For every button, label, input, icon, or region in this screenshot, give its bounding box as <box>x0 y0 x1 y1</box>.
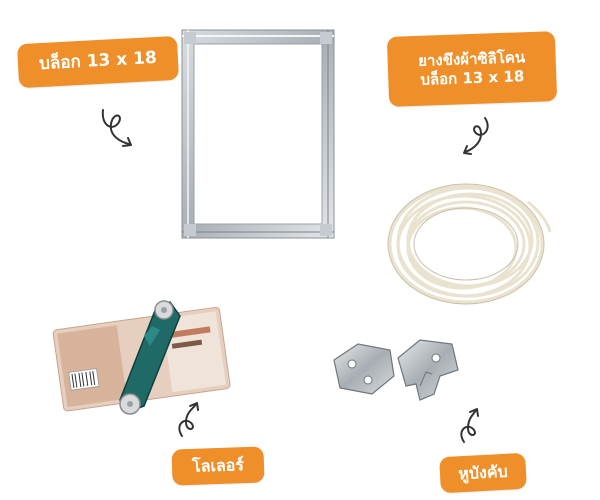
aluminum-frame-image <box>181 29 335 239</box>
curly-arrow-icon <box>101 109 132 147</box>
rope-label-line2: บล็อก 13 x 18 <box>420 67 525 89</box>
curly-arrow-icon <box>460 408 479 443</box>
squeegee-label-badge: โลเลอร์ <box>171 446 265 486</box>
curly-arrow-icon <box>463 117 489 155</box>
frame-label-badge: บล็อก 13 x 18 <box>16 35 180 89</box>
hinge-label: หูบังคับ <box>457 461 509 484</box>
rope-label-badge: ยางขึงผ้าซิลิโคน บล็อก 13 x 18 <box>386 31 558 107</box>
curly-arrow-icon <box>178 402 199 437</box>
silicone-rope-image <box>387 183 552 305</box>
hinge-label-badge: หูบังคับ <box>439 452 527 494</box>
squeegee-label: โลเลอร์ <box>191 455 245 476</box>
metal-hinge-image <box>333 339 459 401</box>
frame-label: บล็อก 13 x 18 <box>38 48 158 75</box>
squeegee-package-image <box>52 300 231 415</box>
